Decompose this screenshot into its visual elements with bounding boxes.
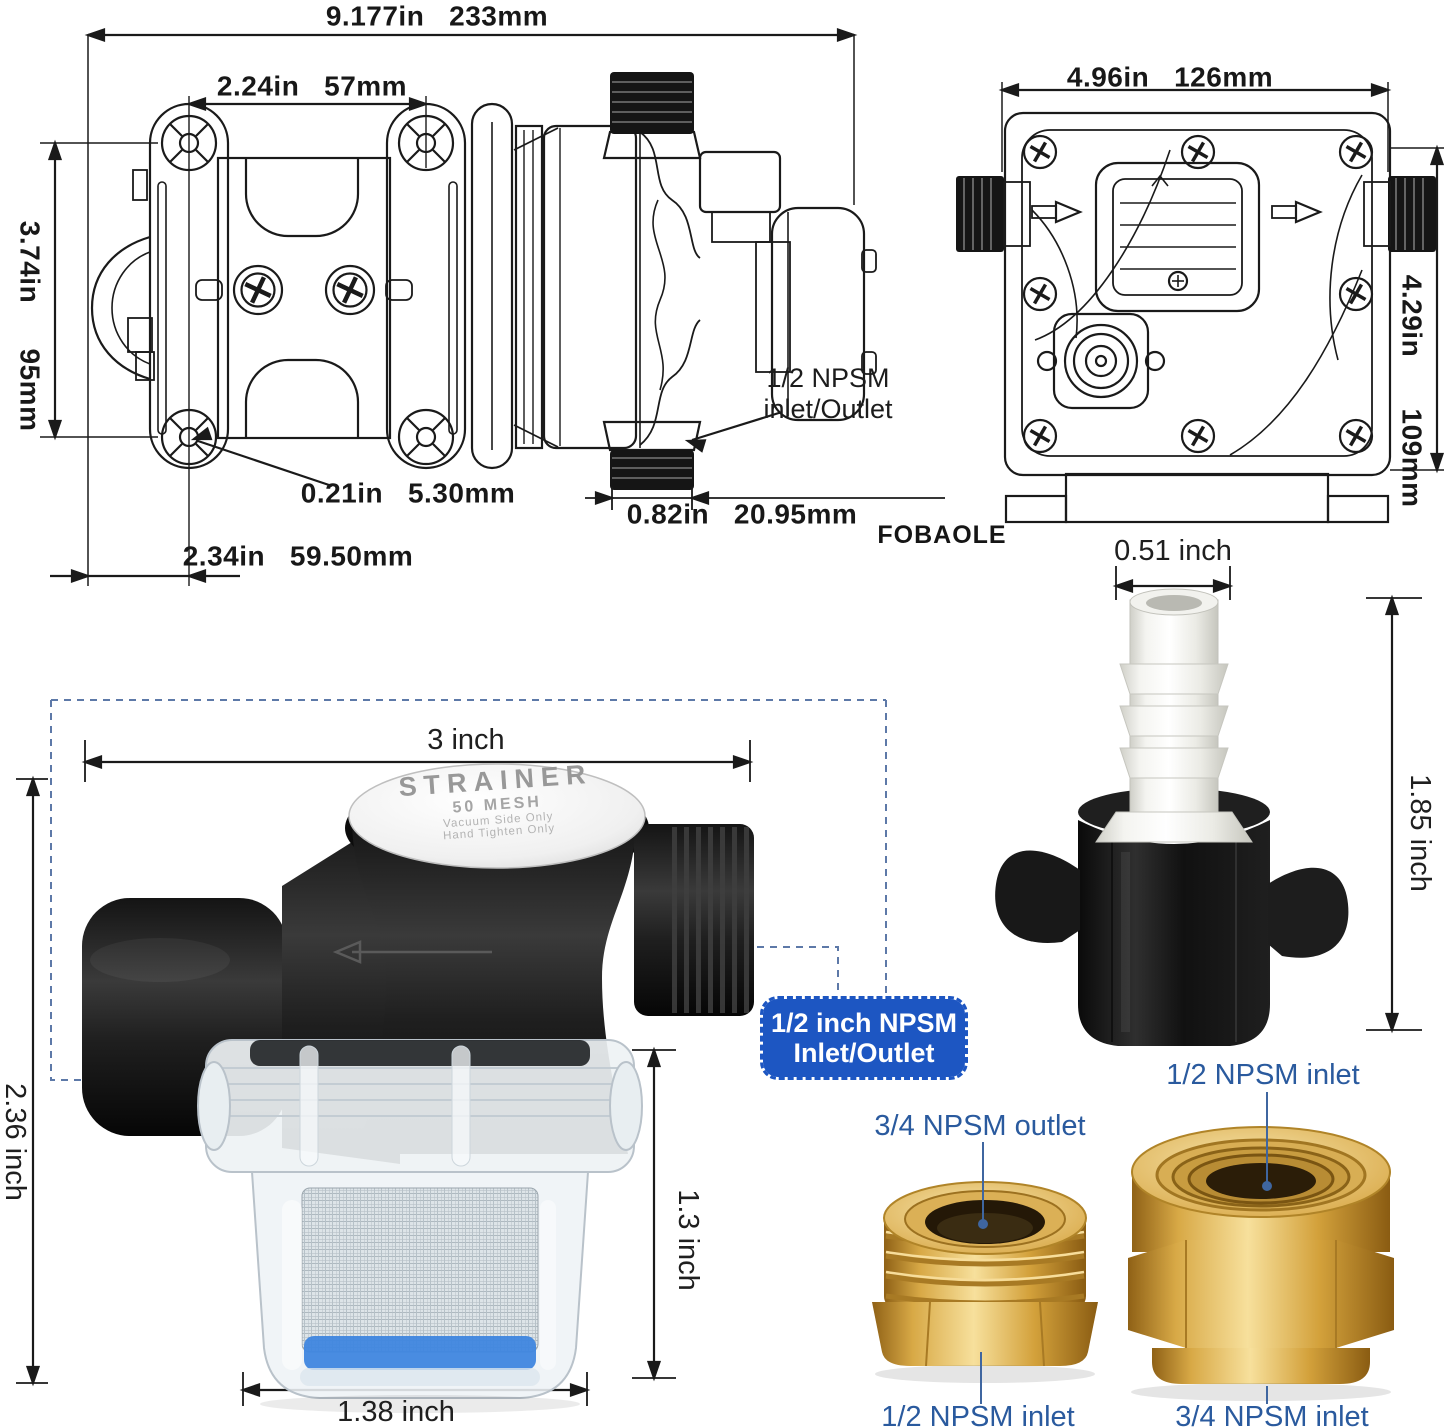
- strainer-width-dimension: 3 inch: [427, 723, 505, 756]
- label-leader-lines: [978, 1092, 1272, 1404]
- front-width-dimension: 9.177in 233mm: [325, 0, 549, 32]
- front-hole-spacing-dimension: 2.24in 57mm: [216, 70, 408, 102]
- front-offset-dimension: 2.34in 59.50mm: [182, 540, 414, 572]
- brass-right-top-label: 1/2 NPSM inlet: [1166, 1058, 1360, 1091]
- back-width-dimension: 4.96in 126mm: [1066, 61, 1274, 93]
- front-height-dimension-in: 3.74in: [14, 220, 46, 304]
- strainer-port-badge-line2: Inlet/Outlet: [793, 1038, 935, 1068]
- pump-back-view-drawing: [956, 111, 1436, 524]
- strainer-bowl-height-dimension: 1.3 inch: [672, 1189, 705, 1291]
- side-port-callout-line2: inlet/Outlet: [763, 394, 893, 424]
- front-height-dimension-mm: 95mm: [14, 348, 46, 432]
- front-hole-diameter-dimension: 0.21in 5.30mm: [300, 477, 516, 509]
- brass-left-bottom-label: 1/2 NPSM inlet: [881, 1400, 1075, 1428]
- back-height-dimension-in: 4.29in: [1396, 274, 1428, 358]
- strainer-port-badge: 1/2 inch NPSM Inlet/Outlet: [760, 996, 968, 1080]
- pump-front-view-drawing: [90, 102, 467, 470]
- brass-fittings-illustration: [872, 1126, 1394, 1401]
- barb-fitting-illustration: [995, 588, 1349, 1046]
- brass-right-bottom-label: 3/4 NPSM inlet: [1175, 1400, 1369, 1428]
- strainer-bowl-width-dimension: 1.38 inch: [337, 1395, 455, 1428]
- barb-width-dimension: 0.51 inch: [1114, 534, 1232, 567]
- pump-side-view-drawing: [470, 72, 877, 490]
- side-port-dimension: 0.82in 20.95mm: [626, 498, 858, 530]
- brand-text: FOBAOLE: [877, 520, 1007, 549]
- strainer-height-dimension: 2.36 inch: [0, 1083, 32, 1201]
- side-port-callout-line1: 1/2 NPSM: [766, 362, 890, 393]
- barb-height-dimension: 1.85 inch: [1404, 774, 1437, 892]
- strainer-illustration: [82, 763, 754, 1413]
- brass-left-top-label: 3/4 NPSM outlet: [874, 1109, 1086, 1142]
- side-port-callout: 1/2 NPSM inlet/Outlet: [763, 363, 892, 425]
- strainer-port-badge-line1: 1/2 inch NPSM: [770, 1007, 958, 1038]
- back-height-dimension-mm: 109mm: [1396, 408, 1428, 508]
